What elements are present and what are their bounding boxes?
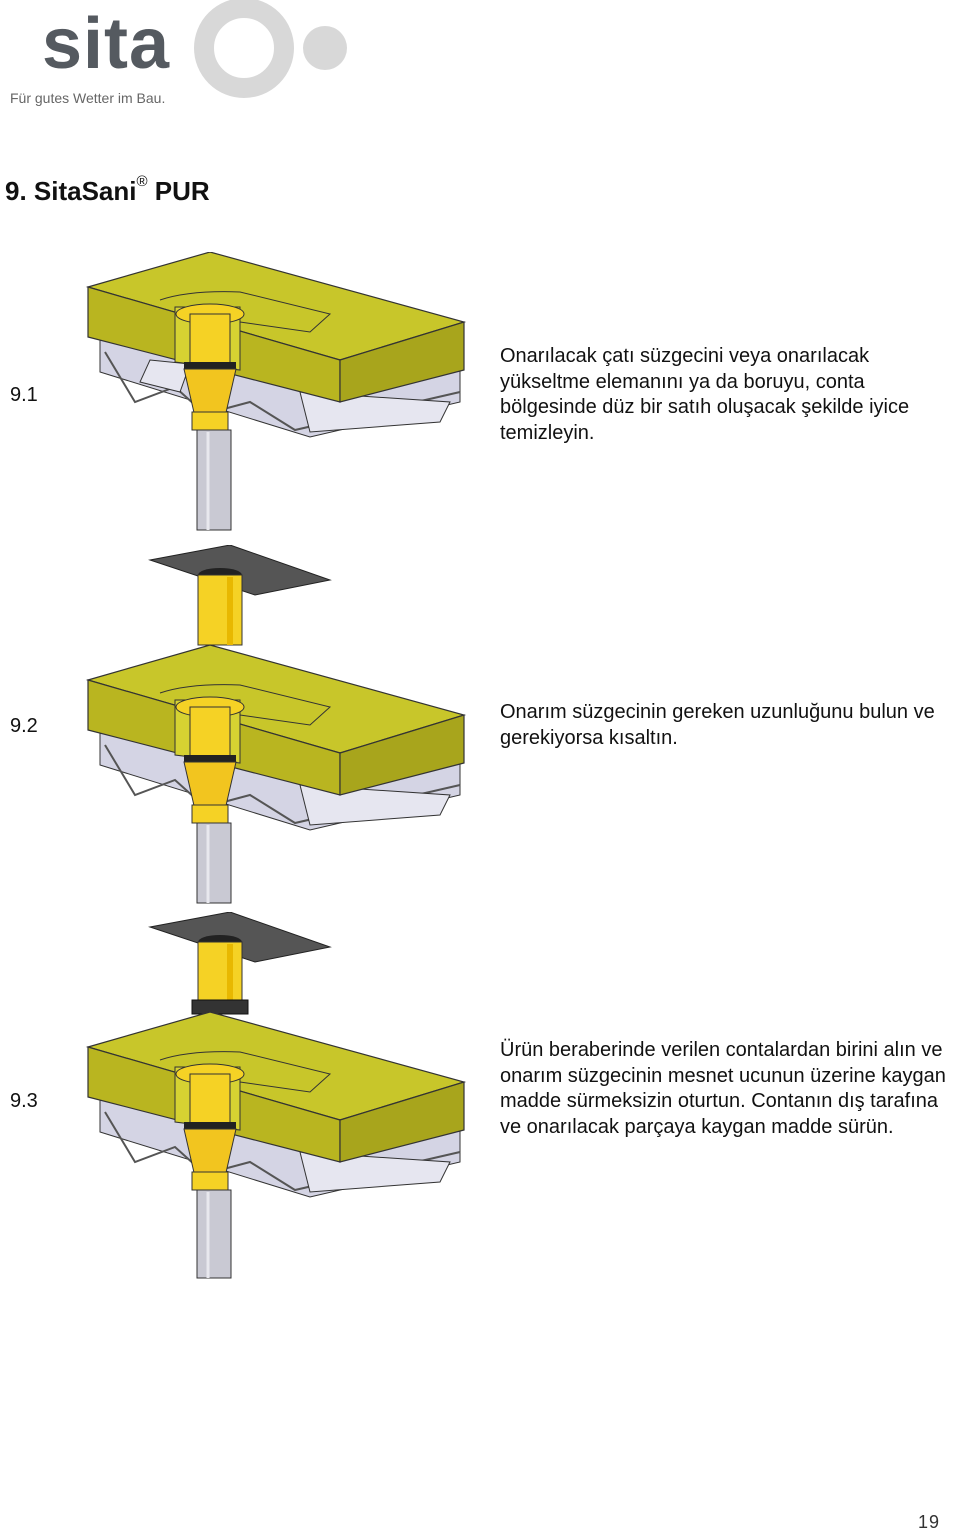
step-number: 9.3 [10,1090,38,1112]
step-text: Ürün beraberinde verilen contalardan bir… [500,1039,946,1138]
page-title: 9. SitaSani® PUR [5,173,210,206]
step-number: 9.2 [10,715,38,737]
step-text: Onarılacak çatı süzgecini veya onarılaca… [500,345,910,444]
logo-wordmark: sita [42,4,171,84]
step-number: 9.1 [10,384,38,406]
page-number: 19 [917,1512,940,1532]
drain-figure-shortening [85,545,467,904]
logo-tagline: Für gutes Wetter im Bau. [10,90,166,106]
logo: sita [10,0,370,110]
logo-circles-icon [194,0,347,98]
step-text: Onarım süzgecinin gereken uzunluğunu bul… [500,701,935,749]
drain-figure-cleaning [85,252,467,531]
drain-figure-gasket [85,912,467,1279]
